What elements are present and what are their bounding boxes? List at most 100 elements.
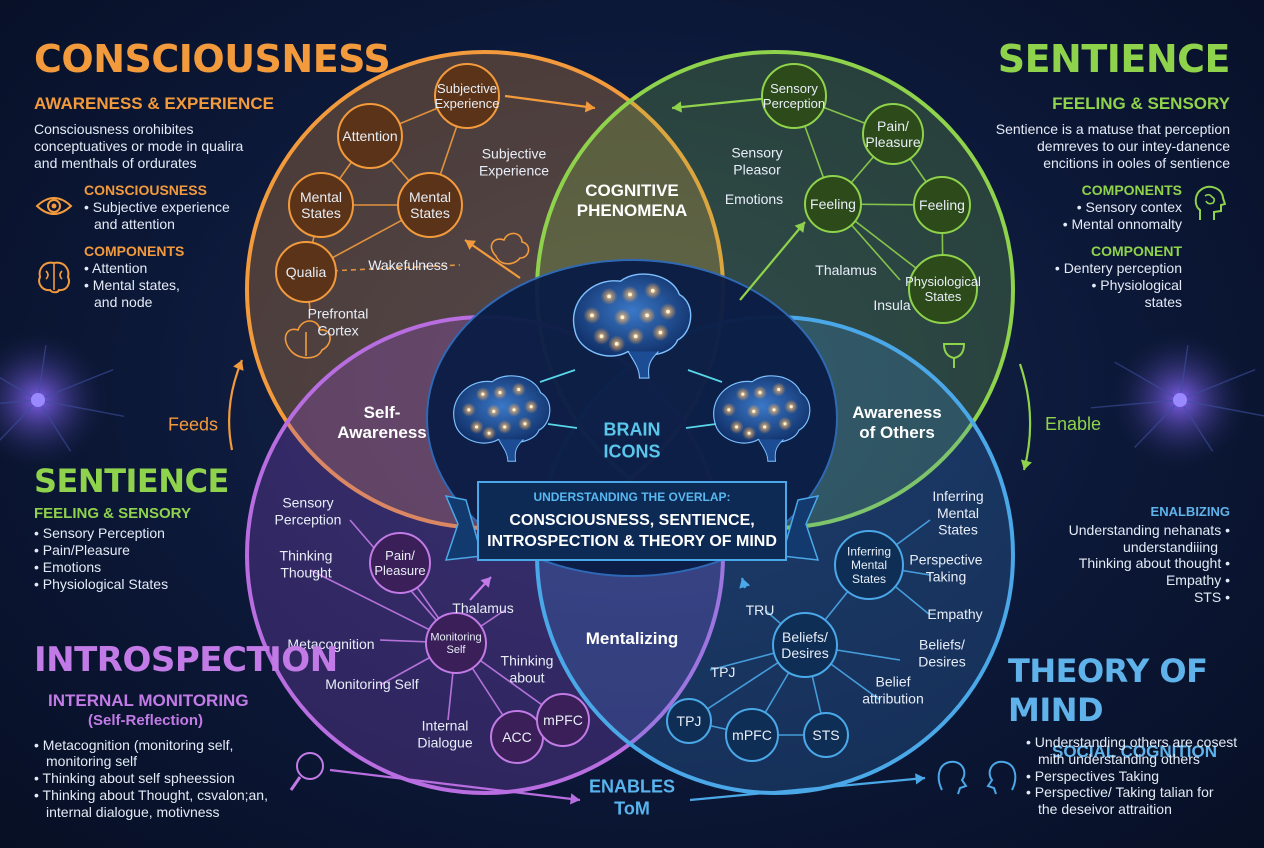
tom_map-label-line: Inferring xyxy=(932,488,983,504)
introspection_map-node-label: Pain/Pleasure xyxy=(374,548,425,578)
sentience-left-panel: SENTIENCE FEELING & SENSORY • Sensory Pe… xyxy=(34,462,264,593)
brain-small-icon xyxy=(284,320,331,359)
banner-box xyxy=(477,481,787,561)
sentience_map-node-label-line: Perception xyxy=(763,96,825,111)
description-line: demreves to our intey-danence xyxy=(1037,138,1230,155)
sentience-panel: SENTIENCE FEELING & SENSORY Sentience is… xyxy=(930,36,1231,172)
brain-stem xyxy=(627,351,659,379)
tom_map-node-label-line: Desires xyxy=(781,645,828,661)
brain-small-icon xyxy=(490,232,530,265)
consciousness_map-node-label: Attention xyxy=(342,128,397,144)
list-item: Thinking about thought • xyxy=(1078,555,1230,572)
tom_map-node-label-line: Mental xyxy=(851,558,887,572)
sentience-title: SENTIENCE xyxy=(997,37,1231,81)
banner-title: CONSCIOUSNESS, SENTIENCE,INTROSPECTION &… xyxy=(487,512,777,550)
brain-icon-top xyxy=(572,273,692,379)
tom_map-node xyxy=(772,612,838,678)
consciousness-components: COMPONENTS • Attention • Mental states, … xyxy=(34,243,264,311)
enable-label: Enable xyxy=(1045,414,1101,434)
introspection_map-label: Thalamus xyxy=(452,600,513,616)
sentience_map-node-label: Feeling xyxy=(919,197,965,213)
tom_map-node-label: Beliefs/Desires xyxy=(781,629,828,661)
tom_map-node-label-line: Beliefs/ xyxy=(782,629,828,645)
brain-spark-core xyxy=(620,315,625,320)
consciousness_map-link xyxy=(305,264,461,273)
enabling-heading: ENALBIZING xyxy=(1150,504,1230,519)
brain-spark-core xyxy=(512,408,516,412)
enabling-list: Understanding nehanats • understandiiing… xyxy=(1040,522,1230,606)
neuron-dendrite xyxy=(1090,399,1181,409)
tom_map-node-label: STS xyxy=(812,727,839,743)
section-item: • Attention xyxy=(84,260,148,277)
section-item: • Dentery perception xyxy=(1054,260,1182,277)
neuron-left-icon xyxy=(0,330,108,470)
tom_map-label-line: TRU xyxy=(746,602,775,618)
overlap-label-left-line: Self- xyxy=(364,403,401,422)
sentience-feeling-arrow xyxy=(739,221,806,301)
heart-organ-icon xyxy=(942,343,966,368)
banner-title-line: INTROSPECTION & THEORY OF MIND xyxy=(487,533,777,550)
brain-spark-core xyxy=(523,422,527,426)
consciousness_map-node xyxy=(397,172,463,238)
brain-spark-core xyxy=(498,391,502,395)
brain-spark-core xyxy=(747,431,751,435)
tom_map-label-line: Desires xyxy=(918,653,965,669)
eye-icon xyxy=(35,197,73,215)
list-item: • Metacognition (monitoring self, xyxy=(34,736,234,753)
tom_map-label-line: Empathy xyxy=(927,606,982,622)
neuron-soma xyxy=(31,393,45,407)
sentience_map-label: Thalamus xyxy=(815,262,876,278)
sentience_map-node-label-line: Physiological xyxy=(905,274,981,289)
consciousness_map-node xyxy=(434,63,500,129)
brain-spark-core xyxy=(529,405,533,409)
section-item: • Physiological xyxy=(1091,277,1182,294)
consciousness_map-label-line: Prefrontal xyxy=(308,306,369,322)
magnifier-handle xyxy=(289,776,302,791)
wakefulness-arrow-head xyxy=(465,240,476,251)
introspection_map-label-line: Monitoring Self xyxy=(325,676,418,692)
introspection_map-node-label-line: Pleasure xyxy=(374,563,425,578)
neuron-dendrite xyxy=(0,399,39,405)
consciousness_map-node-label-line: Experience xyxy=(434,96,499,111)
overlap-label-bottom: Mentalizing xyxy=(586,629,679,648)
description-line: encitions in ooles of sentience xyxy=(1043,155,1230,172)
brain-spark-core xyxy=(467,408,471,412)
list-item: the deseivor attraition xyxy=(1038,801,1172,818)
sentience-components: COMPONENTS • Sensory contex • Mental onn… xyxy=(1000,182,1182,233)
tom_map-label-line: Mental xyxy=(937,505,979,521)
section-heading: CONSCIOUSNESS xyxy=(84,182,207,198)
section-item: • Mental onnomalty xyxy=(1062,216,1182,233)
consciousness_map-label-line: Subjective xyxy=(482,146,547,162)
consciousness_map-label-line: Experience xyxy=(479,162,549,178)
brain-icons-label-line: ICONS xyxy=(603,441,660,461)
tom_map-node-label: mPFC xyxy=(732,727,772,743)
consciousness-map-arrow-head xyxy=(584,101,595,113)
list-item: • Perspective/ Taking talian for xyxy=(1026,784,1214,801)
center-banner: UNDERSTANDING THE OVERLAP:CONSCIOUSNESS,… xyxy=(444,481,820,561)
list-item: STS • xyxy=(1193,589,1230,606)
consciousness-panel: CONSCIOUSNESS AWARENESS & EXPERIENCE Con… xyxy=(34,36,391,172)
brain-spark-core xyxy=(607,294,611,299)
section-item: and node xyxy=(94,294,153,311)
introspection-list: • Metacognition (monitoring self, monito… xyxy=(34,737,324,821)
enables-tom-arrow-left-head xyxy=(569,793,580,805)
brain-spark-core xyxy=(481,392,485,396)
list-item: • Perspectives Taking xyxy=(1026,767,1160,784)
sentience_map-label-line: Pleasor xyxy=(733,161,781,177)
sentience-subtitle: FEELING & SENSORY xyxy=(1052,94,1230,114)
sentience_map-node-label-line: Pleasure xyxy=(865,134,920,150)
tom_map-node xyxy=(803,712,849,758)
introspection-panel: INTROSPECTION INTERNAL MONITORING (Self-… xyxy=(34,640,338,821)
sentience_map-label-line: Insula xyxy=(873,297,911,313)
enables-tom-arrow-right xyxy=(689,776,926,802)
sentience_map-node xyxy=(862,103,924,165)
sentience-feeling-arrow-head xyxy=(794,222,805,233)
